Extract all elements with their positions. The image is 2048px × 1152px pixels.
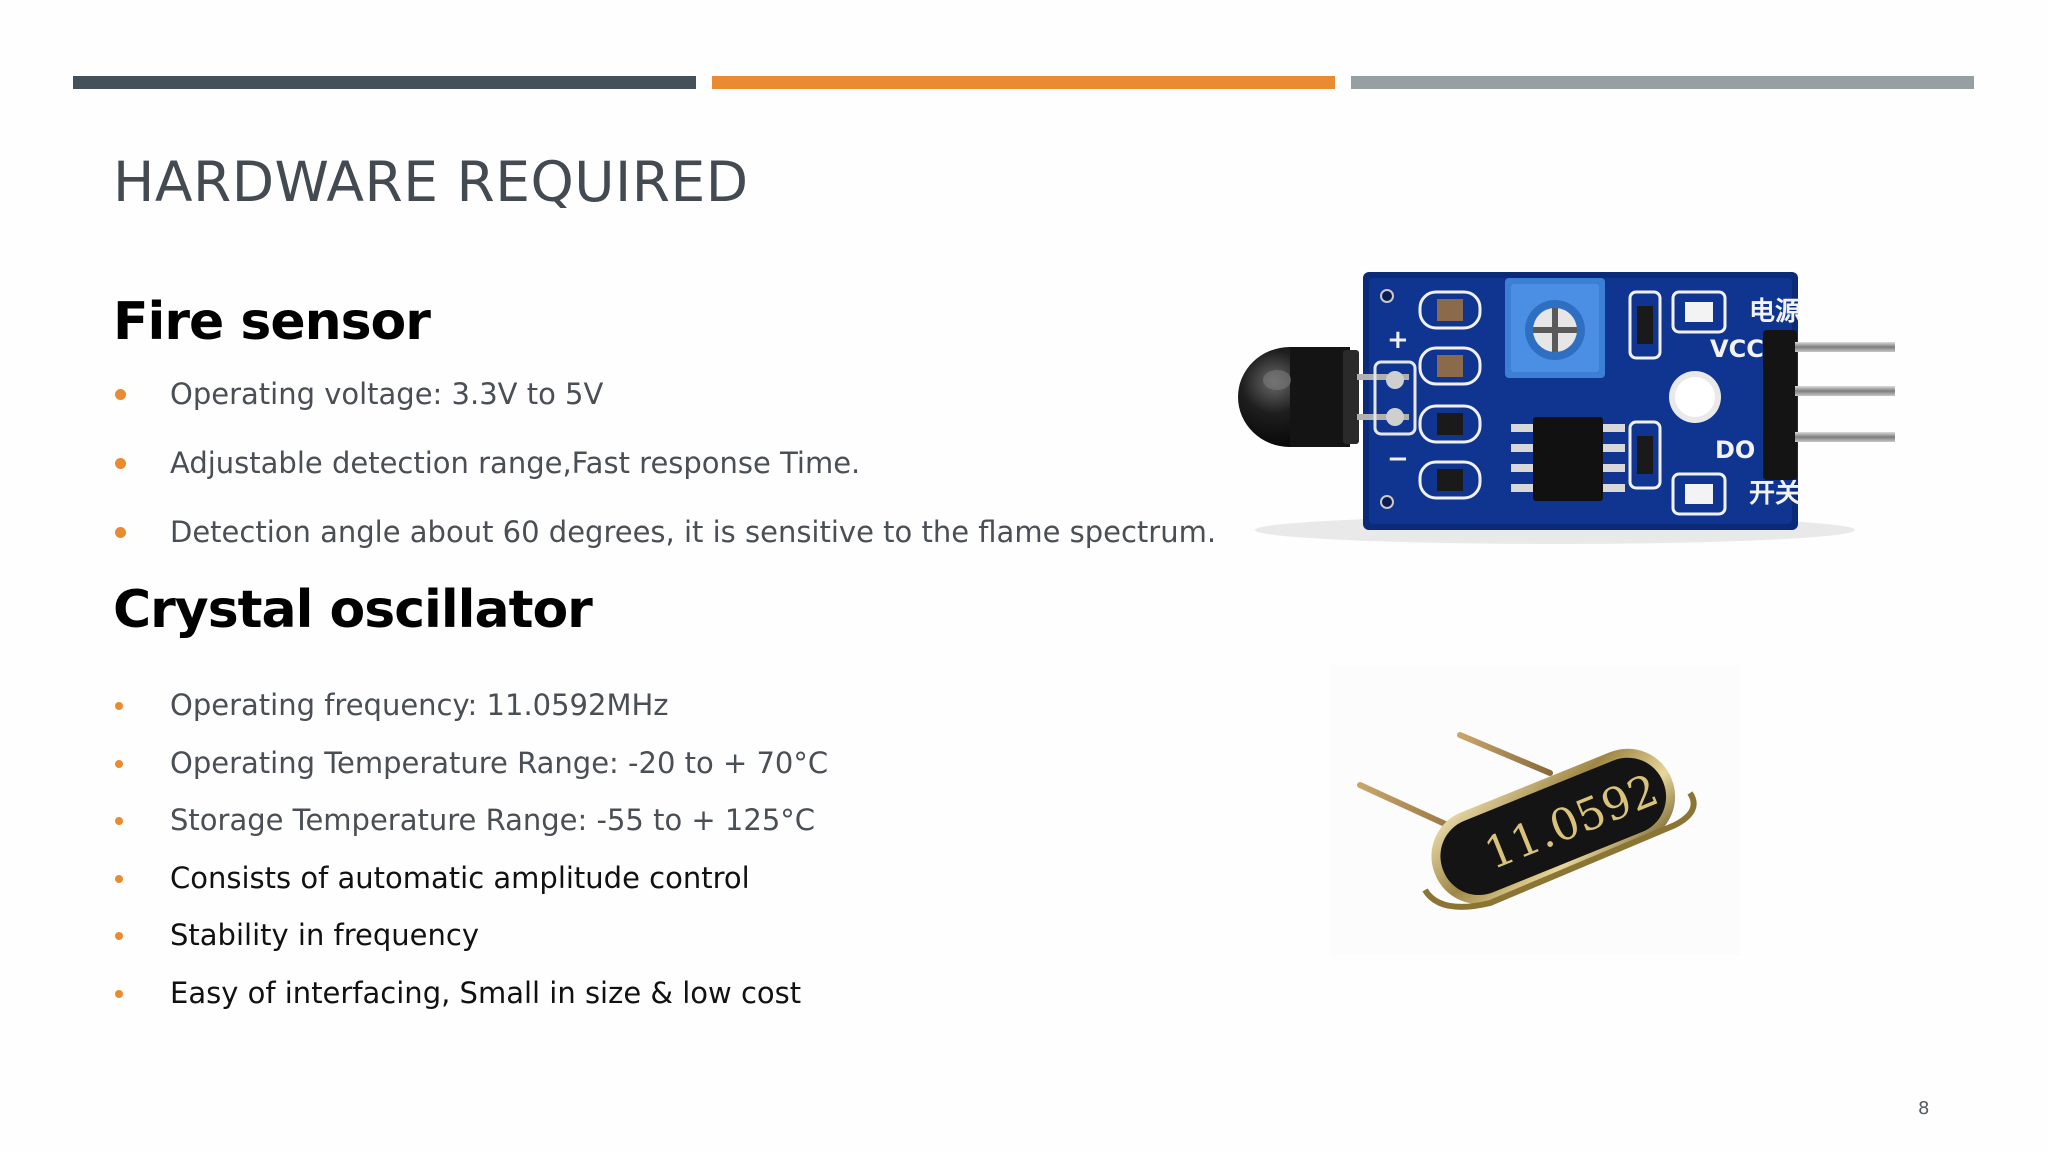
fire-sensor-image: + − (1215, 262, 1895, 562)
list-item: Operating frequency: 11.0592MHz (113, 685, 828, 743)
do-label: DO (1715, 436, 1755, 464)
list-item: Easy of interfacing, Small in size & low… (113, 973, 828, 1031)
switch-label: 开关 (1749, 479, 1801, 509)
bullet-text: Adjustable detection range,Fast response… (170, 446, 861, 480)
bullet-text: Operating voltage: 3.3V to 5V (170, 377, 604, 411)
plus-label: + (1387, 325, 1409, 355)
bullet-text: Easy of interfacing, Small in size & low… (170, 975, 802, 1010)
bullet-dot-icon (115, 932, 123, 941)
slide-title: HARDWARE REQUIRED (113, 150, 749, 214)
bullet-dot-icon (115, 527, 126, 538)
crystal-oscillator-heading: Crystal oscillator (113, 580, 593, 640)
fire-sensor-heading: Fire sensor (113, 292, 431, 352)
fire-sensor-bullet-list: Operating voltage: 3.3V to 5V Adjustable… (113, 374, 1216, 581)
accent-bar-orange (712, 76, 1335, 89)
list-item: Stability in frequency (113, 915, 828, 973)
list-item: Operating Temperature Range: -20 to + 70… (113, 743, 828, 801)
bullet-text: Operating frequency: 11.0592MHz (170, 688, 669, 722)
bullet-dot-icon (115, 874, 123, 883)
bullet-dot-icon (115, 817, 123, 826)
minus-label: − (1387, 444, 1409, 474)
page-number: 8 (1918, 1098, 1930, 1119)
bullet-text: Storage Temperature Range: -55 to + 125°… (170, 803, 816, 838)
bullet-dot-icon (115, 702, 123, 710)
list-item: Consists of automatic amplitude control (113, 858, 828, 916)
bullet-text: Stability in frequency (170, 918, 479, 953)
list-item: Detection angle about 60 degrees, it is … (113, 512, 1216, 581)
bullet-dot-icon (115, 759, 123, 768)
crystal-oscillator-bullet-list: Operating frequency: 11.0592MHz Operatin… (113, 685, 828, 1031)
bullet-dot-icon (115, 458, 126, 469)
accent-bar-dark (73, 76, 696, 89)
list-item: Operating voltage: 3.3V to 5V (113, 374, 1216, 443)
bullet-text: Consists of automatic amplitude control (170, 860, 750, 895)
bullet-dot-icon (115, 989, 123, 998)
accent-bar-grey (1351, 76, 1974, 89)
list-item: Adjustable detection range,Fast response… (113, 443, 1216, 512)
vcc-label: VCC (1710, 335, 1764, 363)
list-item: Storage Temperature Range: -55 to + 125°… (113, 800, 828, 858)
crystal-oscillator-image: 11.0592 (1330, 665, 1740, 955)
power-label: 电源 (1749, 297, 1801, 327)
bullet-text: Operating Temperature Range: -20 to + 70… (170, 745, 829, 780)
bullet-dot-icon (115, 389, 126, 400)
bullet-text: Detection angle about 60 degrees, it is … (170, 515, 1217, 549)
